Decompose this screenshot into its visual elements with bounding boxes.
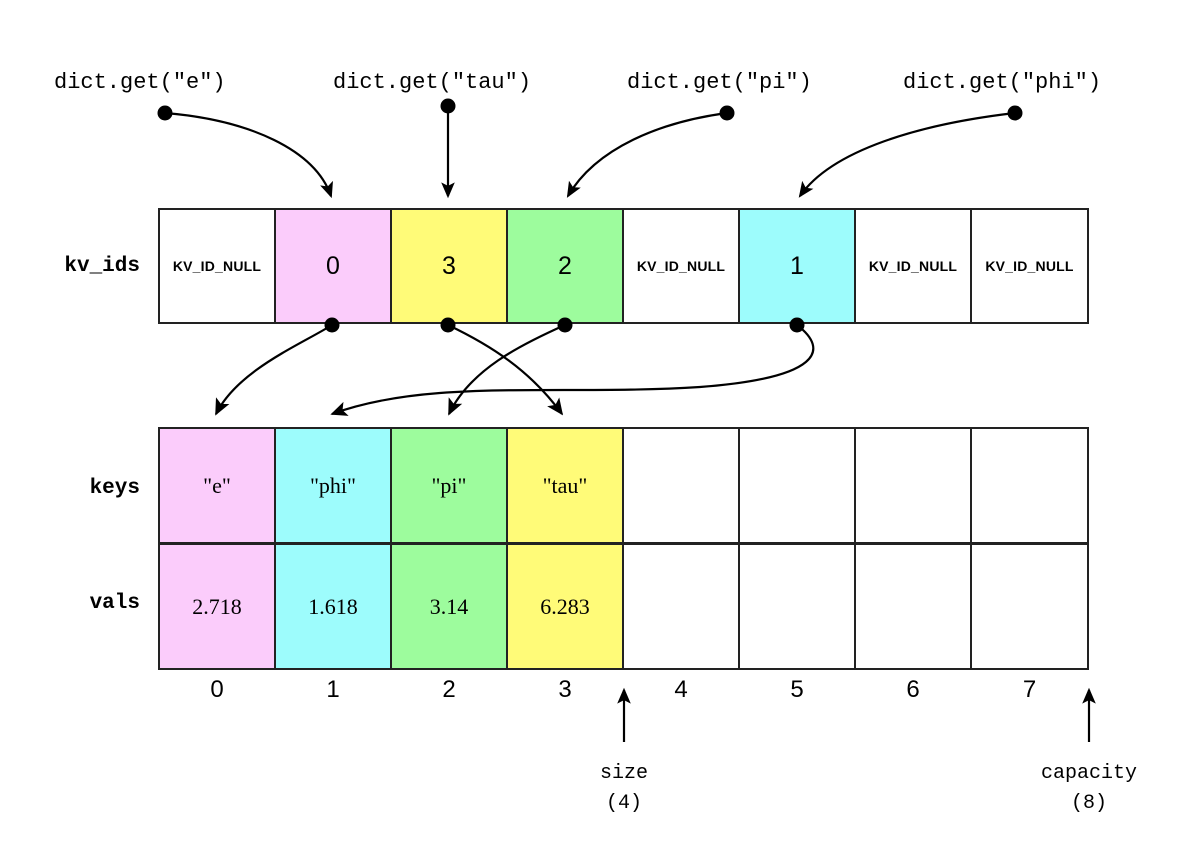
kv-ids-cell-5: 1 (738, 208, 856, 324)
arrow-call-e-to-slot1 (164, 111, 333, 199)
call-label-tau: dict.get("tau") (333, 70, 532, 95)
row-label-vals: vals (89, 592, 140, 615)
row-label-keys: keys (89, 477, 140, 500)
vals-cell-4 (622, 543, 740, 670)
size-marker-label: size (599, 762, 648, 785)
vals-cell-1: 1.618 (274, 543, 392, 670)
kv-ids-cell-4: KV_ID_NULL (622, 208, 740, 324)
keys-cell-0: "e" (158, 427, 276, 544)
capacity-marker-label: capacity (1040, 762, 1137, 785)
arrow-slot3-to-kv2 (448, 323, 566, 416)
call-dot-phi (1007, 105, 1023, 121)
keys-cell-5 (738, 427, 856, 544)
vals-cell-3: 6.283 (506, 543, 624, 670)
capacity-marker-value: (8) (1070, 792, 1107, 815)
kv-ids-cell-3: 2 (506, 208, 624, 324)
keys-cell-2: "pi" (390, 427, 508, 544)
kv-ids-cell-6: KV_ID_NULL (854, 208, 972, 324)
call-label-pi: dict.get("pi") (627, 70, 812, 95)
keys-cell-1: "phi" (274, 427, 392, 544)
kv-ids-cell-2: 3 (390, 208, 508, 324)
kv-ids-cell-1: 0 (274, 208, 392, 324)
keys-cell-3: "tau" (506, 427, 624, 544)
axis-index-1: 1 (326, 676, 340, 703)
row-label-kv-ids: kv_ids (64, 255, 140, 278)
vals-cell-6 (854, 543, 972, 670)
axis-index-6: 6 (906, 676, 920, 703)
vals-cell-5 (738, 543, 856, 670)
arrow-slot2-to-kv3 (447, 324, 564, 416)
arrow-call-phi-to-slot5 (798, 111, 1016, 198)
axis-index-0: 0 (210, 676, 224, 703)
call-dot-pi (719, 105, 735, 121)
keys-cell-7 (970, 427, 1089, 544)
call-dot-tau (440, 98, 456, 114)
keys-cell-4 (622, 427, 740, 544)
call-dot-e (157, 105, 173, 121)
arrow-call-pi-to-slot3 (566, 111, 728, 198)
vals-cell-2: 3.14 (390, 543, 508, 670)
call-label-phi: dict.get("phi") (903, 70, 1102, 95)
keys-cell-6 (854, 427, 972, 544)
axis-index-4: 4 (674, 676, 688, 703)
call-label-e: dict.get("e") (54, 70, 226, 95)
axis-index-3: 3 (558, 676, 572, 703)
kv-ids-cell-7: KV_ID_NULL (970, 208, 1089, 324)
arrow-slot5-to-kv1 (330, 324, 815, 416)
axis-index-2: 2 (442, 676, 456, 703)
arrow-slot1-to-kv0 (215, 324, 333, 416)
vals-cell-0: 2.718 (158, 543, 276, 670)
vals-cell-7 (970, 543, 1089, 670)
size-marker-value: (4) (605, 792, 642, 815)
axis-index-5: 5 (790, 676, 804, 703)
axis-index-7: 7 (1022, 676, 1037, 703)
kv-ids-cell-0: KV_ID_NULL (158, 208, 276, 324)
